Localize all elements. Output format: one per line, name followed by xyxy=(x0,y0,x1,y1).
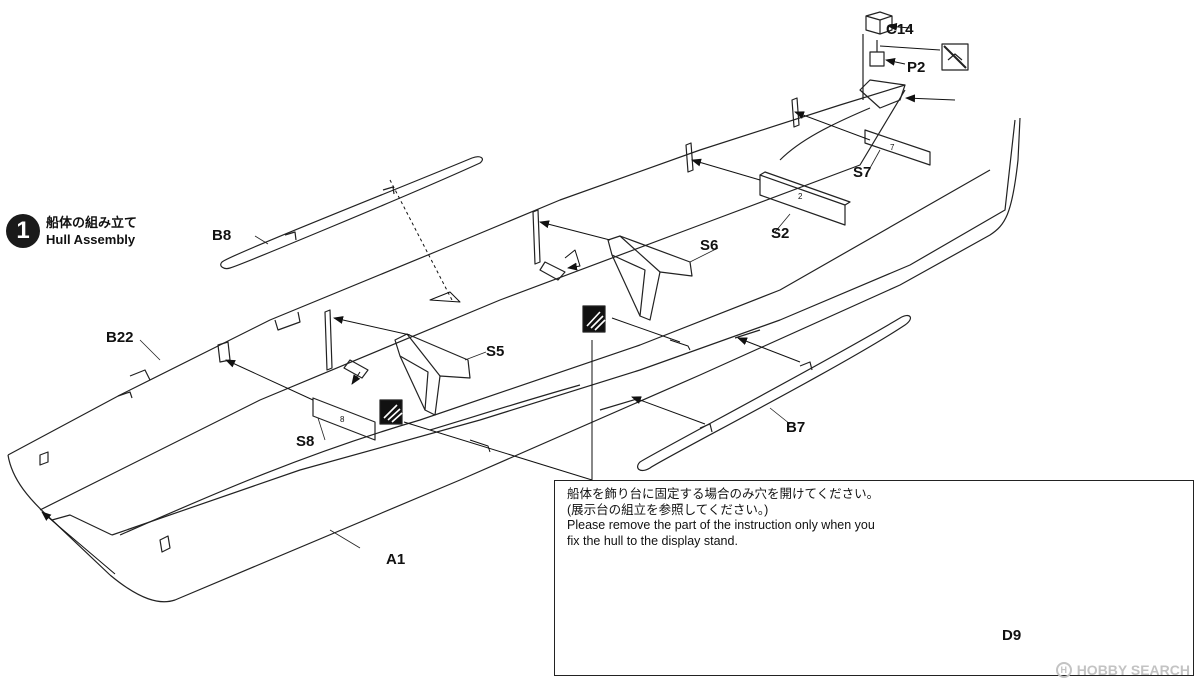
step-title: 船体の組み立て Hull Assembly xyxy=(46,214,137,248)
part-b7 xyxy=(637,314,912,472)
note-text: 船体を飾り台に固定する場合のみ穴を開けてください。 (展示台の組立を参照してくだ… xyxy=(567,487,1167,549)
hobby-search-logo-icon: H xyxy=(1055,662,1072,678)
label-s6: S6 xyxy=(700,237,719,254)
label-s2: S2 xyxy=(771,225,790,242)
watermark-text: HOBBY SEARCH xyxy=(1076,662,1190,678)
assembly-arrows xyxy=(41,22,956,575)
note-line4: fix the hull to the display stand. xyxy=(567,533,738,548)
no-glue-icon xyxy=(941,43,969,71)
part-s8 xyxy=(312,397,376,441)
part-b8 xyxy=(220,156,483,270)
label-b22: B22 xyxy=(106,329,134,346)
step-number: 1 xyxy=(6,214,40,248)
note-line3: Please remove the part of the instructio… xyxy=(567,518,875,532)
mark-s8: 8 xyxy=(340,415,345,424)
label-s7: S7 xyxy=(853,164,872,181)
instruction-note: 船体を飾り台に固定する場合のみ穴を開けてください。 (展示台の組立を参照してくだ… xyxy=(554,480,1194,676)
step-title-en: Hull Assembly xyxy=(46,232,136,247)
drill-hole-icon-2 xyxy=(379,399,403,425)
label-b8: B8 xyxy=(212,227,232,244)
drill-hole-icon xyxy=(582,305,606,333)
note-line2: (展示台の組立を参照してください。) xyxy=(567,502,769,517)
hull-a1 xyxy=(7,79,1021,603)
label-s5: S5 xyxy=(486,343,505,360)
label-p2: P2 xyxy=(907,59,926,76)
mark-s2: 2 xyxy=(798,192,803,201)
note-line1: 船体を飾り台に固定する場合のみ穴を開けてください。 xyxy=(567,487,880,501)
stanchions xyxy=(217,97,800,379)
label-s8: S8 xyxy=(296,433,315,450)
part-s6 xyxy=(607,235,693,321)
watermark: H HOBBY SEARCH xyxy=(1055,662,1190,678)
part-p2 xyxy=(862,34,885,100)
label-a1: A1 xyxy=(386,551,406,568)
label-d9: D9 xyxy=(1002,627,1022,644)
label-c14: C14 xyxy=(886,21,914,38)
mark-s7: 7 xyxy=(890,143,895,152)
step-title-jp: 船体の組み立て xyxy=(46,215,138,230)
label-leaders xyxy=(139,149,881,549)
part-s2 xyxy=(759,171,851,226)
step-badge: 1 船体の組み立て Hull Assembly xyxy=(6,210,137,252)
part-b22 xyxy=(129,369,151,381)
part-s5 xyxy=(394,333,471,416)
label-b7: B7 xyxy=(786,419,806,436)
